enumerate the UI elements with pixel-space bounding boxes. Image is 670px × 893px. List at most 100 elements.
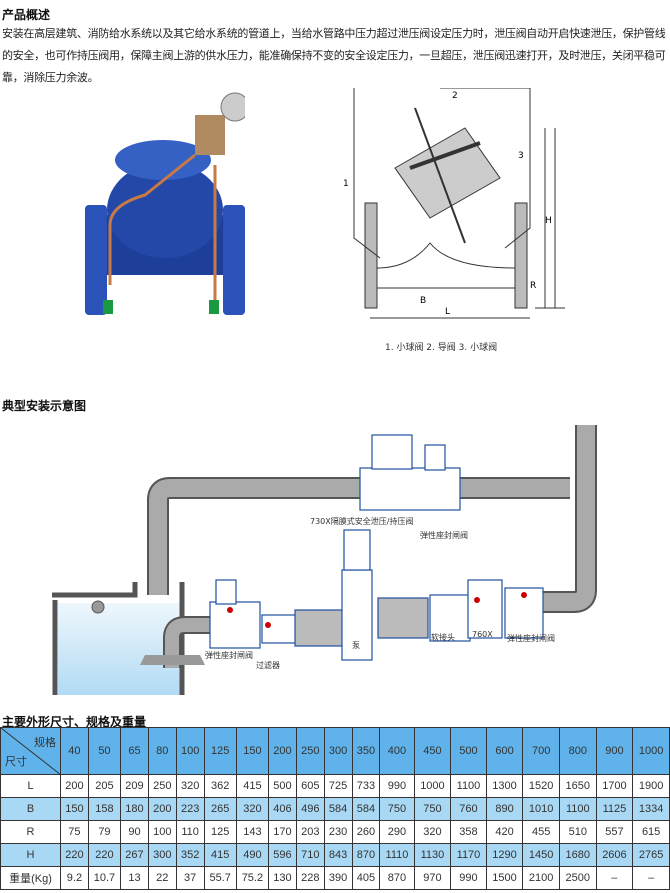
table-cell: 200 [60,774,89,798]
overview-text: 安装在高层建筑、消防给水系统以及其它给水系统的管道上，当给水管路中压力超过泄压阀… [2,27,666,84]
table-cell: 2100 [522,866,560,890]
corner-bottom: 尺寸 [5,756,27,768]
size-header: 350 [351,727,381,775]
table-cell: 750 [413,797,452,821]
table-cell: 733 [351,774,381,798]
table-cell: 125 [203,820,237,844]
table-cell: 290 [379,820,415,844]
row-label: 重量(Kg) [0,866,61,890]
table-cell: 890 [485,797,524,821]
size-header: 450 [413,727,452,775]
size-header: 65 [120,727,149,775]
table-cell: 352 [175,843,205,867]
table-cell: 406 [268,797,297,821]
table-cell: 1290 [485,843,524,867]
table-cell: 228 [295,866,325,890]
table-cell: 390 [323,866,353,890]
table-cell: 90 [120,820,149,844]
table-cell: 710 [295,843,325,867]
table-cell: – [595,866,634,890]
table-cell: 203 [295,820,325,844]
table-cell: 1334 [632,797,670,821]
size-header: 50 [87,727,122,775]
table-cell: 209 [120,774,149,798]
table-cell: 320 [413,820,452,844]
table-cell: 500 [268,774,297,798]
table-cell: 250 [147,774,177,798]
table-cell: 110 [175,820,205,844]
table-cell: 358 [450,820,487,844]
size-header: 150 [235,727,270,775]
dim-h: H [545,216,552,226]
table-cell: 415 [235,774,270,798]
table-cell: 510 [558,820,597,844]
table-cell: 220 [60,843,89,867]
table-cell: 22 [147,866,177,890]
table-cell: 37 [175,866,205,890]
table-cell: – [632,866,670,890]
table-cell: 230 [323,820,353,844]
dim-r: R [530,281,536,291]
label-gate-valve-left: 弹性座封闸阀 [205,651,253,660]
table-cell: 725 [323,774,353,798]
table-cell: 970 [413,866,452,890]
table-cell: 200 [147,797,177,821]
table-cell: 415 [203,843,237,867]
install-title: 典型安装示意图 [2,399,87,413]
table-cell: 223 [175,797,205,821]
row-label: L [0,774,61,798]
size-header: 300 [323,727,353,775]
table-cell: 1100 [450,774,487,798]
size-header: 600 [485,727,524,775]
table-cell: 1110 [379,843,415,867]
table-cell: 75.2 [235,866,270,890]
size-header: 100 [175,727,205,775]
size-header: 400 [379,727,415,775]
table-cell: 1170 [450,843,487,867]
installation-diagram [52,425,597,695]
table-cell: 10.7 [87,866,122,890]
dim-b: B [420,296,426,306]
table-cell: 1300 [485,774,524,798]
table-cell: 265 [203,797,237,821]
table-cell: 750 [379,797,415,821]
table-cell: 870 [379,866,415,890]
table-cell: 1500 [485,866,524,890]
label-gate-valve-top: 弹性座封闸阀 [420,531,468,540]
table-cell: 1650 [558,774,597,798]
corner-cell: 规格 尺寸 [0,727,61,775]
table-cell: 843 [323,843,353,867]
callout-1: 1 [343,179,349,189]
table-cell: 2500 [558,866,597,890]
table-cell: 158 [87,797,122,821]
table-cell: 870 [351,843,381,867]
size-header: 700 [522,727,560,775]
table-cell: 1680 [558,843,597,867]
table-cell: 490 [235,843,270,867]
table-title: 主要外形尺寸、规格及重量 [2,715,147,729]
dim-l: L [445,307,450,317]
drawing-caption: 1. 小球阀 2. 导阀 3. 小球阀 [385,343,498,353]
size-header: 125 [203,727,237,775]
size-header: 1000 [632,727,670,775]
valve-photo [85,92,245,315]
overview-title: 产品概述 [2,8,51,22]
size-header: 900 [595,727,634,775]
table-cell: 100 [147,820,177,844]
table-cell: 320 [175,774,205,798]
table-cell: 420 [485,820,524,844]
table-cell: 75 [60,820,89,844]
size-header: 250 [295,727,325,775]
table-cell: 596 [268,843,297,867]
table-cell: 990 [450,866,487,890]
callout-2: 2 [452,91,458,101]
label-pump: 泵 [352,641,360,650]
table-cell: 455 [522,820,560,844]
table-cell: 1130 [413,843,452,867]
table-cell: 584 [323,797,353,821]
label-gate-valve-right: 弹性座封闸阀 [507,634,555,643]
table-cell: 1450 [522,843,560,867]
